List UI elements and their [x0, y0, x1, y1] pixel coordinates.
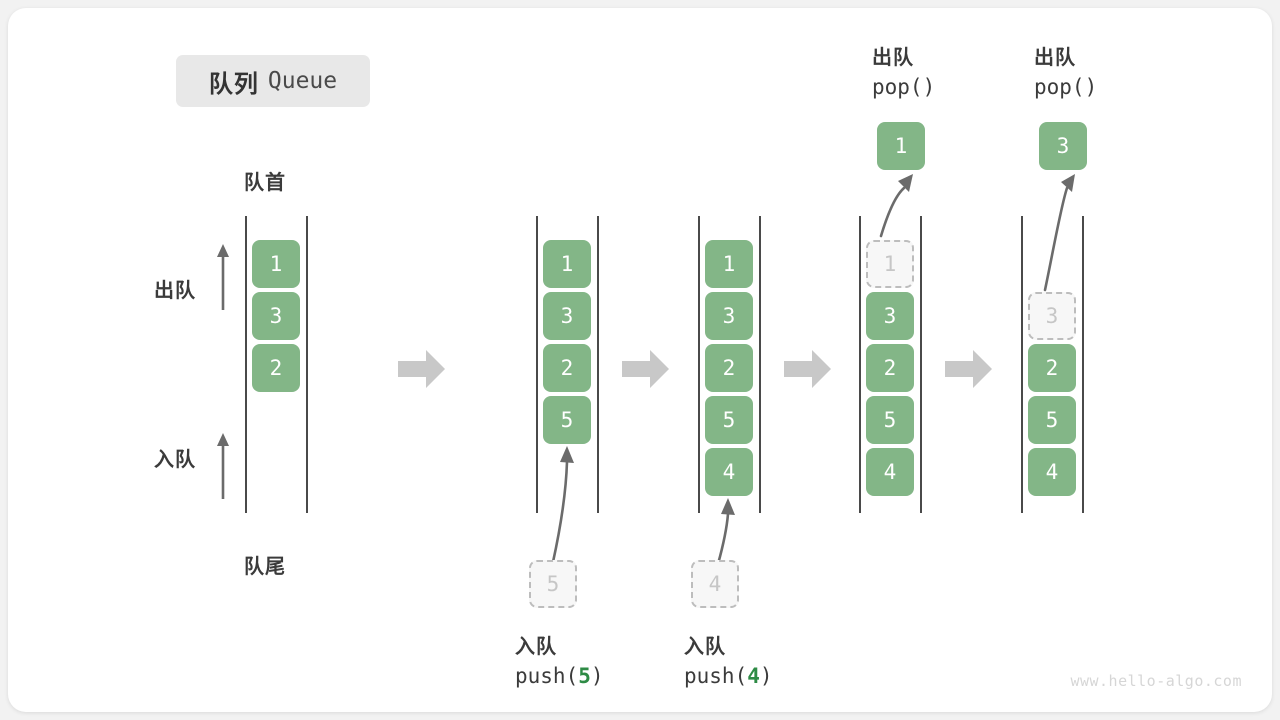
- rail-left: [1021, 216, 1023, 513]
- rail-right: [759, 216, 761, 513]
- queue-item: 2: [866, 344, 914, 392]
- push-arrow-icon: [698, 496, 768, 566]
- front-label: 队首: [244, 172, 286, 194]
- rail-right: [920, 216, 922, 513]
- queue-item: 4: [866, 448, 914, 496]
- enqueue-direction-label: 入队: [154, 449, 196, 471]
- flow-arrow-icon: [945, 348, 993, 390]
- push-fn-suffix: ): [590, 664, 604, 688]
- diagram-card: 队列 Queue 队首 队尾 出队 入队 1 3 2 1 3: [8, 8, 1272, 712]
- push-fn-arg: 5: [578, 664, 591, 688]
- rear-label: 队尾: [244, 556, 286, 578]
- title-badge: 队列 Queue: [176, 55, 370, 107]
- queue-item-new: 4: [705, 448, 753, 496]
- queue-item: 1: [543, 240, 591, 288]
- queue-item: 3: [252, 292, 300, 340]
- queue-item: 5: [866, 396, 914, 444]
- ghost-item: 5: [529, 560, 577, 608]
- queue-item: 3: [543, 292, 591, 340]
- popped-item: 1: [877, 122, 925, 170]
- push-label-cn: 入队: [515, 636, 557, 658]
- dequeue-direction-arrow-icon: [216, 244, 230, 310]
- push-fn-arg: 4: [747, 664, 760, 688]
- rail-left: [536, 216, 538, 513]
- push-arrow-icon: [536, 444, 606, 564]
- push-fn-suffix: ): [759, 664, 773, 688]
- queue-item: 4: [1028, 448, 1076, 496]
- queue-item-new: 5: [543, 396, 591, 444]
- queue-item: 1: [705, 240, 753, 288]
- flow-arrow-icon: [784, 348, 832, 390]
- queue-item: 3: [705, 292, 753, 340]
- ghost-item: 3: [1028, 292, 1076, 340]
- rail-left: [245, 216, 247, 513]
- enqueue-direction-arrow-icon: [216, 433, 230, 499]
- pop-label-fn: pop(): [1034, 75, 1098, 99]
- rail-right: [1082, 216, 1084, 513]
- push-label-fn: push(5): [515, 664, 604, 688]
- queue-item: 2: [1028, 344, 1076, 392]
- pop-label-cn: 出队: [872, 47, 914, 69]
- title-chinese: 队列: [208, 70, 259, 98]
- queue-item: 2: [705, 344, 753, 392]
- queue-item: 2: [543, 344, 591, 392]
- flow-arrow-icon: [622, 348, 670, 390]
- rail-left: [698, 216, 700, 513]
- push-fn-prefix: push(: [684, 664, 748, 688]
- queue-item: 2: [252, 344, 300, 392]
- push-fn-prefix: push(: [515, 664, 579, 688]
- rail-left: [859, 216, 861, 513]
- ghost-item: 4: [691, 560, 739, 608]
- ghost-item: 1: [866, 240, 914, 288]
- flow-arrow-icon: [398, 348, 446, 390]
- queue-item: 5: [1028, 396, 1076, 444]
- title-english: Queue: [267, 68, 338, 94]
- push-label-fn: push(4): [684, 664, 773, 688]
- dequeue-direction-label: 出队: [154, 280, 196, 302]
- popped-item: 3: [1039, 122, 1087, 170]
- rail-right: [597, 216, 599, 513]
- queue-item: 3: [866, 292, 914, 340]
- queue-item: 1: [252, 240, 300, 288]
- push-label-cn: 入队: [684, 636, 726, 658]
- pop-label-fn: pop(): [872, 75, 936, 99]
- rail-right: [306, 216, 308, 513]
- pop-arrow-icon: [1029, 172, 1099, 292]
- pop-arrow-icon: [867, 172, 937, 238]
- pop-label-cn: 出队: [1034, 47, 1076, 69]
- watermark: www.hello-algo.com: [1070, 672, 1242, 690]
- queue-item: 5: [705, 396, 753, 444]
